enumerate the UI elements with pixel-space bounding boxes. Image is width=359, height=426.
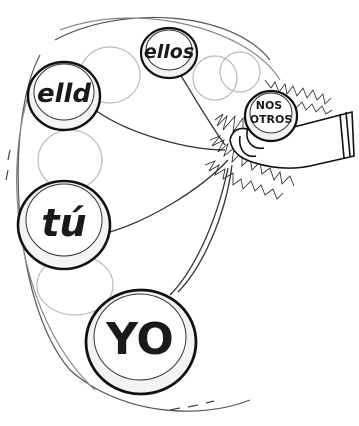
disc-yo: YO [86, 290, 196, 394]
strings [95, 62, 232, 295]
faint-ghost-disc-2 [193, 56, 237, 100]
disc-nosotros: NOS OTROS [245, 91, 297, 141]
disc-elld: elld [28, 62, 100, 130]
disc-label-tu: tú [41, 201, 86, 245]
faint-ghost-disc-3 [220, 52, 260, 92]
string-to-yo-2 [170, 168, 228, 295]
disc-label-yo: YO [105, 314, 174, 365]
disc-label-nosotros-line1: NOS [256, 99, 283, 112]
disc-label-ellos: ellos [144, 41, 194, 63]
disc-label-elld: elld [37, 79, 91, 109]
disc-label-nosotros-line2: OTROS [250, 113, 293, 126]
disc-ellos: ellos [141, 28, 197, 78]
string-to-tu [110, 160, 228, 232]
disc-tu: tú [18, 181, 110, 269]
